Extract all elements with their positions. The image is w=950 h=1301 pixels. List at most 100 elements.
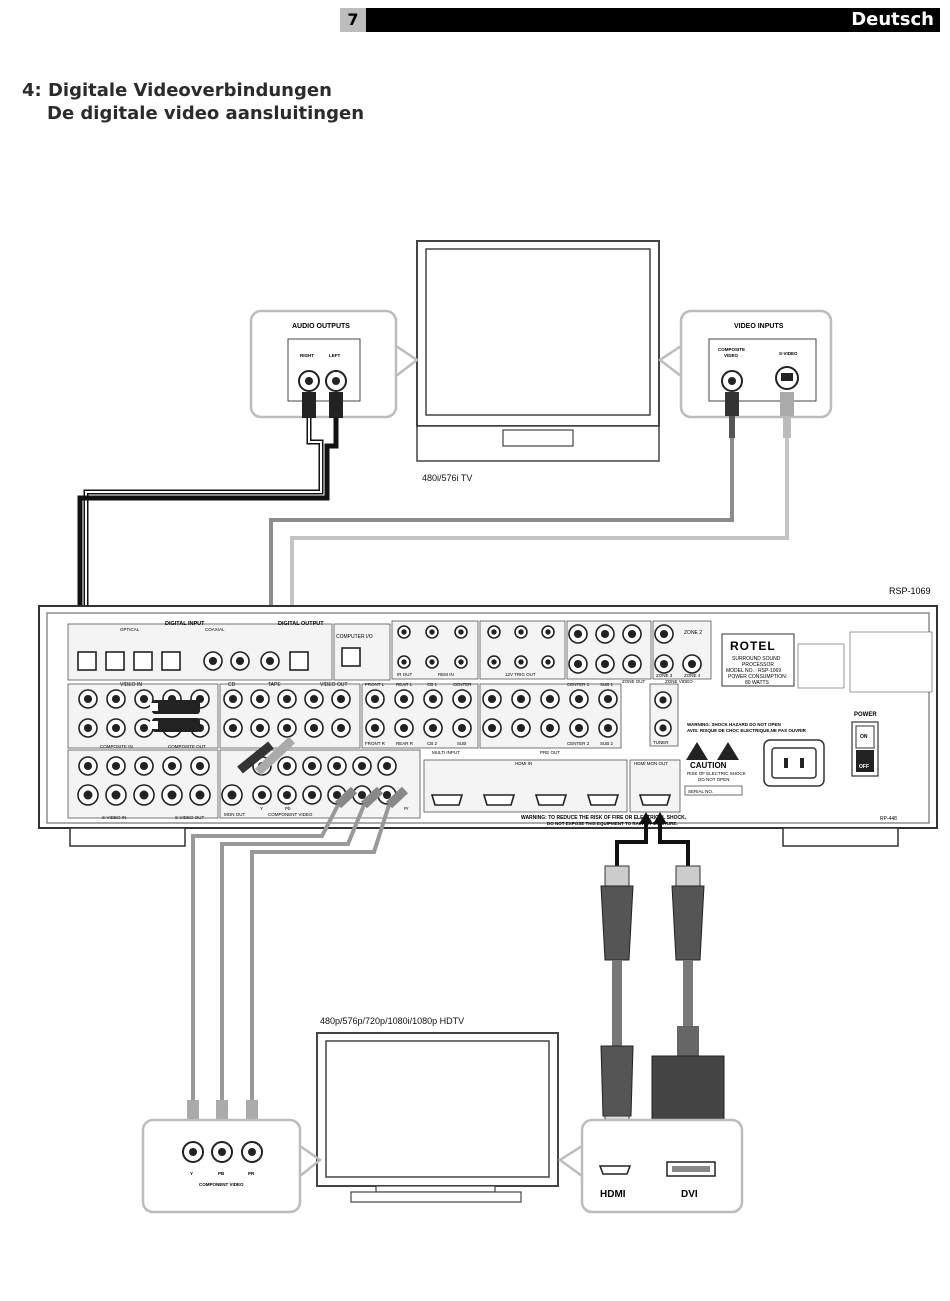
processor-desc-1: SURROUND SOUND (732, 656, 781, 662)
label-zone-out: ZONE OUT (622, 679, 646, 684)
label-composite-out: COMPOSITE OUT (168, 744, 206, 749)
label-center2: CENTER 2 (567, 741, 590, 746)
hdmi-arrows (615, 812, 690, 866)
zone4-pin (687, 659, 697, 669)
hdmi-in-1 (482, 794, 516, 806)
video-in-top-0-pin (83, 694, 93, 704)
processor-model-no: MODEL NO. : RSP-1069 (726, 668, 781, 674)
bottom-warning-1: WARNING: TO REDUCE THE RISK OF FIRE OR E… (521, 815, 687, 821)
section-title-nl: De digitale video aansluitingen (47, 103, 365, 124)
tuner-top-pin (659, 696, 667, 704)
label-component-video: COMPONENT VIDEO (268, 812, 313, 817)
mon-out-jack-pin (227, 790, 237, 800)
preout-bottom-4-pin (603, 723, 613, 733)
label-sub: SUB (457, 741, 466, 746)
ir-bottom-2-pin (458, 659, 464, 665)
component-video-title: COMPONENT VIDEO (199, 1182, 244, 1187)
label-video-out: VIDEO OUT (320, 682, 348, 688)
component-pb-label: PB (218, 1171, 225, 1176)
composite-in-plugs (150, 700, 200, 732)
optical-jack-4 (289, 651, 309, 671)
trig-bottom-2-pin (545, 659, 551, 665)
rotel-brand: ROTEL (730, 639, 776, 653)
zone-top-2-pin (627, 629, 637, 639)
label-tuner: TUNER (653, 740, 669, 745)
hdmi-in-3 (586, 794, 620, 806)
hdmi-cable (600, 865, 634, 1141)
trig-bottom-0-pin (491, 659, 497, 665)
component-top-2-pin (307, 761, 317, 771)
caution-triangle-right (717, 742, 739, 760)
audio-right-label: RIGHT (300, 353, 314, 358)
sd-tv-caption: 480i/576i TV (422, 473, 472, 483)
label-coaxial: COAXIAL (205, 627, 225, 632)
label-ir-out: IR OUT (397, 672, 413, 677)
audio-outputs-callout (249, 309, 420, 419)
hdmi-in-0 (430, 794, 464, 806)
hdtv-caption: 480p/576p/720p/1080i/1080p HDTV (320, 1016, 464, 1026)
zone3-pin (659, 659, 669, 669)
ir-top-0-pin (401, 629, 407, 635)
svideo-row-4-pin (195, 790, 205, 800)
label-center1: CENTER 1 (567, 682, 590, 687)
trig-bottom-1-pin (518, 659, 524, 665)
multi-bottom-0-pin (370, 723, 380, 733)
audio-outputs-title: AUDIO OUTPUTS (292, 323, 350, 330)
coax-jack-1-pin (235, 656, 245, 666)
dvi-cable (651, 865, 725, 1144)
zone-top-0-pin (573, 629, 583, 639)
audio-bottom-4-pin (336, 723, 346, 733)
label-video-in: VIDEO IN (120, 682, 142, 688)
warning-label-2: AVIS: RISQUE DE CHOC ELECTRIQUE,NE PAS O… (687, 728, 807, 733)
component-bottom-3-pin (332, 790, 342, 800)
composite-row-3-pin (167, 761, 177, 771)
power-on-label: ON (860, 734, 868, 740)
component-bottom-5-pin (382, 790, 392, 800)
audio-top-1-pin (255, 694, 265, 704)
label-trig-out: 12V TRIG OUT (505, 672, 536, 677)
label-svideo-out: S-VIDEO OUT (175, 815, 205, 820)
shock-label-2: DO NOT OPEN (698, 777, 729, 782)
hdtv (316, 1032, 559, 1203)
caution-triangle-left (686, 742, 708, 760)
ir-bottom-1-pin (429, 659, 435, 665)
label-cd: CD (228, 682, 236, 688)
coax-jack-2-pin (265, 656, 275, 666)
component-bottom-1-pin (282, 790, 292, 800)
label-rem-in: REM IN (438, 672, 454, 677)
optical-jack-0 (77, 651, 97, 671)
label-digital-output: DIGITAL OUTPUT (278, 621, 324, 627)
svideo-row-3-pin (167, 790, 177, 800)
component-bottom-2-pin (307, 790, 317, 800)
preout-top-3-pin (574, 694, 584, 704)
video-inputs-title: VIDEO INPUTS (734, 323, 784, 330)
trig-top-2-pin (545, 629, 551, 635)
dvi-label: DVI (681, 1189, 698, 1200)
video-out-plugs (237, 736, 296, 776)
label-y: Y (260, 806, 263, 811)
component-bottom-0-pin (257, 790, 267, 800)
ir-bottom-0-pin (401, 659, 407, 665)
composite-row-4-pin (195, 761, 205, 771)
label-digital-input: DIGITAL INPUT (165, 621, 205, 627)
sd-tv (416, 240, 660, 462)
bottom-warning-2: DO NOT EXPOSE THIS EQUIPMENT TO RAIN OR … (547, 821, 678, 826)
coax-jack-0-pin (208, 656, 218, 666)
composite-video-label-2: VIDEO (724, 353, 739, 358)
audio-bottom-3-pin (309, 723, 319, 733)
component-callout (141, 1118, 323, 1214)
component-top-5-pin (382, 761, 392, 771)
optical-jack-3 (161, 651, 181, 671)
label-hdmi-mon-out: HDMI MON OUT (634, 761, 668, 766)
preout-bottom-3-pin (574, 723, 584, 733)
label-mon-out: MON OUT (224, 812, 245, 817)
composite-video-label-1: COMPOSITE (718, 347, 745, 352)
language-label: Deutsch (851, 9, 934, 30)
component-y-label: Y (190, 1171, 193, 1176)
hdmi-label: HDMI (600, 1189, 626, 1200)
section-title-de: 4: Digitale Videoverbindungen (22, 80, 332, 101)
label-cb2: CB 2 (427, 741, 438, 746)
warning-label-1: WARNING: SHOCK HAZARD DO NOT OPEN (687, 722, 781, 727)
power-off-label: OFF (859, 764, 869, 770)
preout-top-4-pin (603, 694, 613, 704)
